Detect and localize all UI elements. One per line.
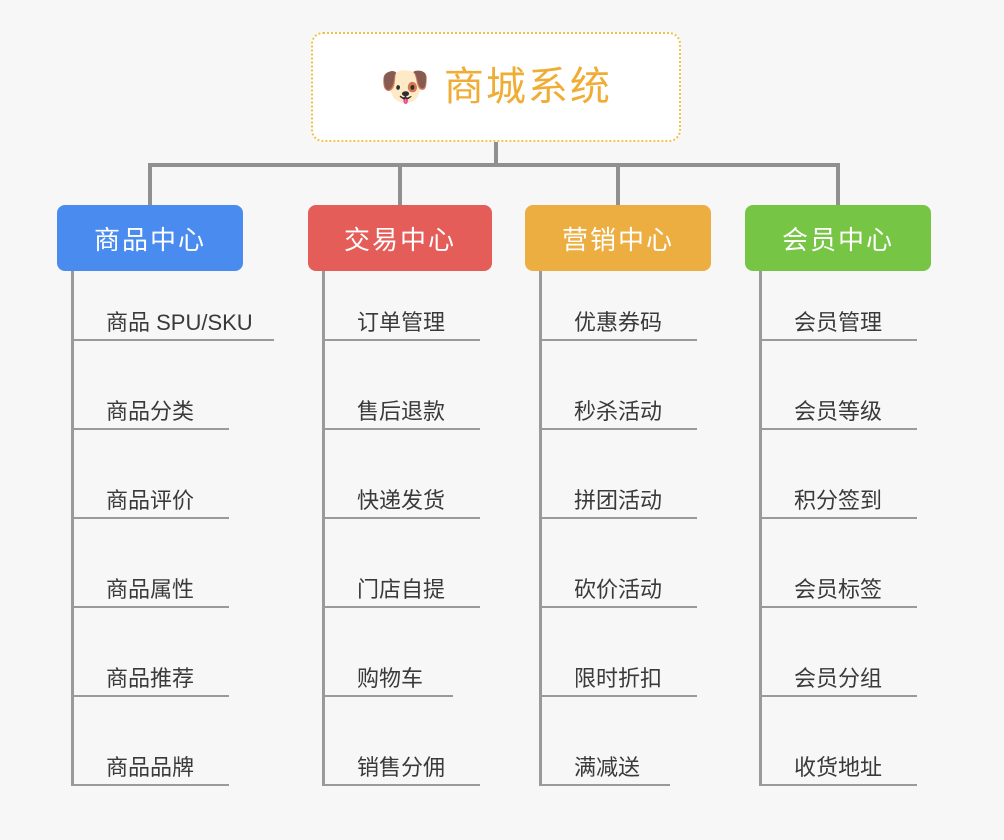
leaf-item-label: 购物车 [357, 665, 424, 691]
leaf-list-0: 商品 SPU/SKU 商品分类商品评价商品属性商品推荐商品品牌 [71, 271, 274, 786]
leaf-item[interactable]: 会员管理 [762, 271, 917, 341]
leaf-item[interactable]: 订单管理 [325, 271, 480, 341]
category-column-0: 商品中心商品 SPU/SKU 商品分类商品评价商品属性商品推荐商品品牌 [57, 205, 274, 786]
connector-bus [148, 163, 840, 167]
connector-drop-0 [148, 163, 152, 205]
leaf-item[interactable]: 门店自提 [325, 519, 480, 608]
leaf-item-label: 商品推荐 [106, 665, 195, 691]
leaf-list-1: 订单管理售后退款快递发货门店自提购物车销售分佣 [322, 271, 492, 786]
leaf-item-label: 优惠券码 [574, 309, 663, 335]
leaf-item-label: 积分签到 [794, 487, 883, 513]
leaf-item-label: 满减送 [574, 754, 641, 780]
leaf-item[interactable]: 商品分类 [74, 341, 229, 430]
leaf-item-label: 秒杀活动 [574, 398, 663, 424]
leaf-item[interactable]: 快递发货 [325, 430, 480, 519]
leaf-item[interactable]: 商品品牌 [74, 697, 229, 786]
dog-face-icon: 🐶 [380, 65, 430, 109]
leaf-item-label: 会员标签 [794, 576, 883, 602]
leaf-item-label: 售后退款 [357, 398, 446, 424]
category-column-2: 营销中心优惠券码秒杀活动拼团活动砍价活动限时折扣满减送 [525, 205, 711, 786]
leaf-item[interactable]: 积分签到 [762, 430, 917, 519]
root-label: 商城系统 [443, 65, 612, 109]
leaf-item-label: 会员分组 [794, 665, 883, 691]
leaf-item[interactable]: 砍价活动 [542, 519, 697, 608]
category-column-3: 会员中心会员管理会员等级积分签到会员标签会员分组收货地址 [745, 205, 931, 786]
leaf-item[interactable]: 售后退款 [325, 341, 480, 430]
connector-drop-3 [836, 163, 840, 205]
leaf-item-label: 商品评价 [106, 487, 195, 513]
leaf-item-label: 商品 SPU/SKU [106, 309, 253, 335]
leaf-item[interactable]: 商品推荐 [74, 608, 229, 697]
leaf-item[interactable]: 收货地址 [762, 697, 917, 786]
leaf-item[interactable]: 限时折扣 [542, 608, 697, 697]
leaf-item-label: 订单管理 [357, 309, 446, 335]
leaf-list-3: 会员管理会员等级积分签到会员标签会员分组收货地址 [759, 271, 931, 786]
leaf-item[interactable]: 会员标签 [762, 519, 917, 608]
leaf-item[interactable]: 拼团活动 [542, 430, 697, 519]
root-node[interactable]: 🐶 商城系统 [311, 32, 681, 142]
leaf-item-label: 商品分类 [106, 398, 195, 424]
leaf-item-label: 快递发货 [357, 487, 446, 513]
leaf-item-label: 限时折扣 [574, 665, 663, 691]
leaf-item[interactable]: 会员等级 [762, 341, 917, 430]
leaf-item[interactable]: 会员分组 [762, 608, 917, 697]
leaf-item-label: 拼团活动 [574, 487, 663, 513]
category-column-1: 交易中心订单管理售后退款快递发货门店自提购物车销售分佣 [308, 205, 492, 786]
connector-stem [494, 142, 498, 166]
leaf-item-label: 商品属性 [106, 576, 195, 602]
leaf-item-label: 收货地址 [794, 754, 883, 780]
leaf-item-label: 会员等级 [794, 398, 883, 424]
leaf-item[interactable]: 销售分佣 [325, 697, 480, 786]
leaf-item[interactable]: 购物车 [325, 608, 453, 697]
leaf-item-label: 会员管理 [794, 309, 883, 335]
category-header-3[interactable]: 会员中心 [745, 205, 931, 271]
category-header-0[interactable]: 商品中心 [57, 205, 243, 271]
leaf-item-label: 商品品牌 [106, 754, 195, 780]
leaf-item[interactable]: 秒杀活动 [542, 341, 697, 430]
leaf-item[interactable]: 商品属性 [74, 519, 229, 608]
leaf-item[interactable]: 优惠券码 [542, 271, 697, 341]
leaf-item-label: 门店自提 [357, 576, 446, 602]
connector-drop-1 [398, 163, 402, 205]
category-header-1[interactable]: 交易中心 [308, 205, 492, 271]
leaf-item-label: 销售分佣 [357, 754, 446, 780]
leaf-item-label: 砍价活动 [574, 576, 663, 602]
leaf-list-2: 优惠券码秒杀活动拼团活动砍价活动限时折扣满减送 [539, 271, 711, 786]
leaf-item[interactable]: 满减送 [542, 697, 670, 786]
category-header-2[interactable]: 营销中心 [525, 205, 711, 271]
leaf-item[interactable]: 商品 SPU/SKU [74, 271, 274, 341]
connector-drop-2 [616, 163, 620, 205]
leaf-item[interactable]: 商品评价 [74, 430, 229, 519]
